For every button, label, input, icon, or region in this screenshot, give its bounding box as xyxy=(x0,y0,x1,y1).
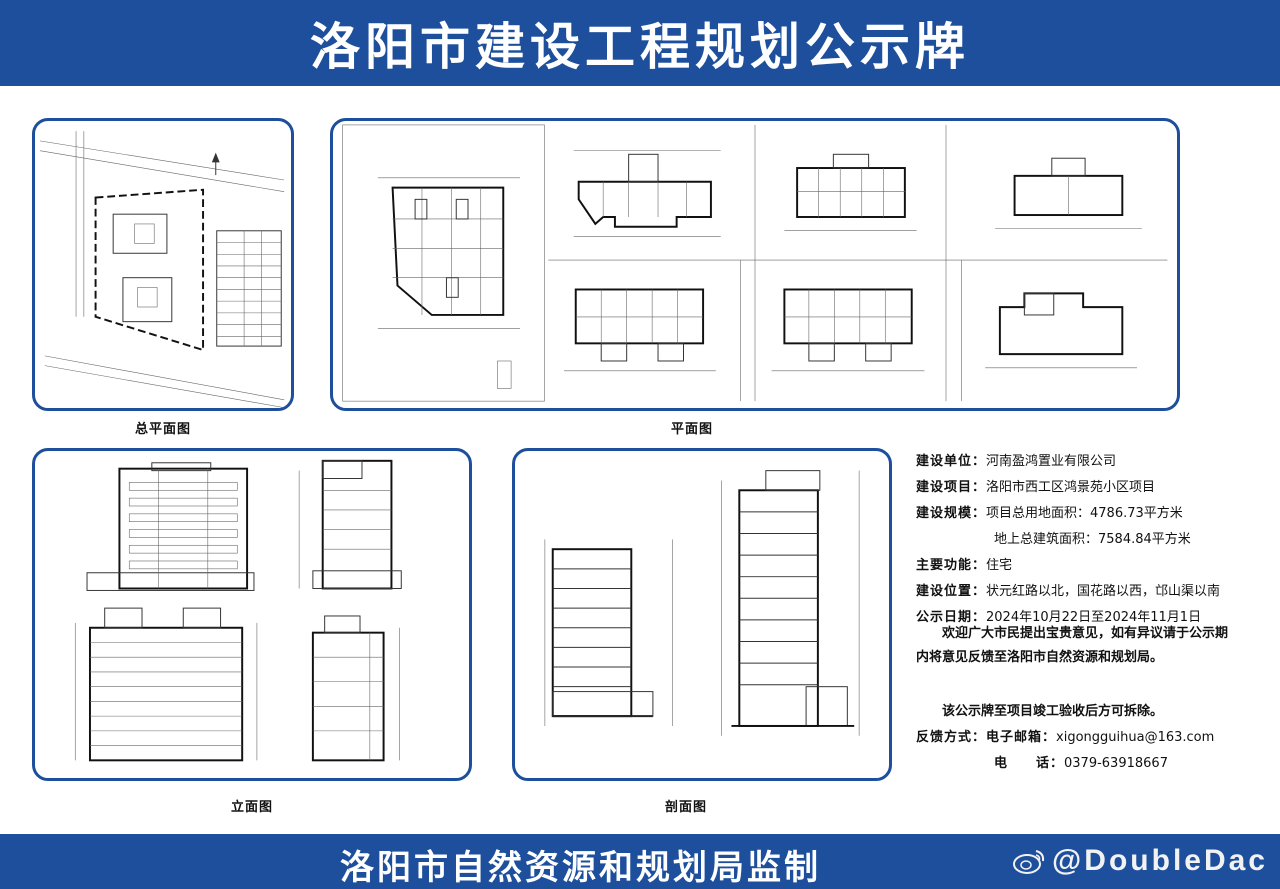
info-location: 建设位置：状元红路以北，国花路以西，邙山渠以南 xyxy=(916,580,1220,599)
builder-value: 河南盈鸿置业有限公司 xyxy=(986,454,1117,469)
date-value: 2024年10月22日至2024年11月1日 xyxy=(986,610,1202,625)
notice-paragraph: 欢迎广大市民提出宝贵意见，如有异议请于公示期内将意见反馈至洛阳市自然资源和规划局… xyxy=(916,626,1229,665)
footer-title: 洛阳市自然资源和规划局监制 xyxy=(340,848,821,888)
elevation-panel xyxy=(32,448,472,781)
site-plan-drawing xyxy=(39,131,285,408)
section-panel xyxy=(512,448,892,781)
scale-value-2: 地上总建筑面积：7584.84平方米 xyxy=(994,532,1191,547)
info-phone: 电 话：0379-63918667 xyxy=(994,752,1168,771)
elevation-window-grid xyxy=(128,482,238,570)
info-function: 主要功能：住宅 xyxy=(916,554,1012,573)
watermark-text: @DoubleDac xyxy=(1052,844,1268,877)
info-builder: 建设单位：河南盈鸿置业有限公司 xyxy=(916,450,1116,469)
caption-elevation: 立面图 xyxy=(230,800,273,815)
page-title: 洛阳市建设工程规划公示牌 xyxy=(310,18,970,76)
phone-label: 电 话： xyxy=(994,756,1065,771)
location-value: 状元红路以北，国花路以西，邙山渠以南 xyxy=(986,584,1221,599)
project-label: 建设项目： xyxy=(916,480,987,495)
floor-plan-drawing xyxy=(342,124,1168,402)
removal-notice: 该公示牌至项目竣工验收后方可拆除。 xyxy=(942,704,1164,719)
feedback-label: 反馈方式： xyxy=(916,730,987,745)
caption-site-plan: 总平面图 xyxy=(134,422,191,437)
function-value: 住宅 xyxy=(986,558,1013,573)
project-value: 洛阳市西工区鸿景苑小区项目 xyxy=(986,480,1156,495)
scale-label: 建设规模： xyxy=(916,506,987,521)
scale-value-1: 项目总用地面积：4786.73平方米 xyxy=(986,506,1183,521)
caption-section: 剖面图 xyxy=(664,800,707,815)
weibo-icon xyxy=(1013,850,1045,874)
elevation-drawing xyxy=(74,459,402,762)
location-label: 建设位置： xyxy=(916,584,987,599)
email-label: 电子邮箱： xyxy=(986,730,1057,745)
email-value[interactable]: xigongguihua@163.com xyxy=(1056,730,1215,745)
info-project: 建设项目：洛阳市西工区鸿景苑小区项目 xyxy=(916,476,1155,495)
function-label: 主要功能： xyxy=(916,558,987,573)
info-scale: 建设规模：项目总用地面积：4786.73平方米 xyxy=(916,502,1183,521)
info-date: 公示日期：2024年10月22日至2024年11月1日 xyxy=(916,606,1201,625)
footer-band: 洛阳市自然资源和规划局监制 @DoubleDac xyxy=(0,834,1280,889)
floor-plan-panel xyxy=(330,118,1180,411)
site-plan-panel xyxy=(32,118,294,411)
date-label: 公示日期： xyxy=(916,610,987,625)
watermark: @DoubleDac xyxy=(1012,844,1268,878)
info-scale-2: 地上总建筑面积：7584.84平方米 xyxy=(994,528,1191,547)
header-band: 洛阳市建设工程规划公示牌 xyxy=(0,0,1280,86)
info-feedback: 反馈方式：电子邮箱：xigongguihua@163.com xyxy=(916,726,1214,745)
builder-label: 建设单位： xyxy=(916,454,987,469)
section-drawing xyxy=(544,470,860,736)
caption-floor-plan: 平面图 xyxy=(670,422,713,437)
phone-value[interactable]: 0379-63918667 xyxy=(1064,756,1168,771)
